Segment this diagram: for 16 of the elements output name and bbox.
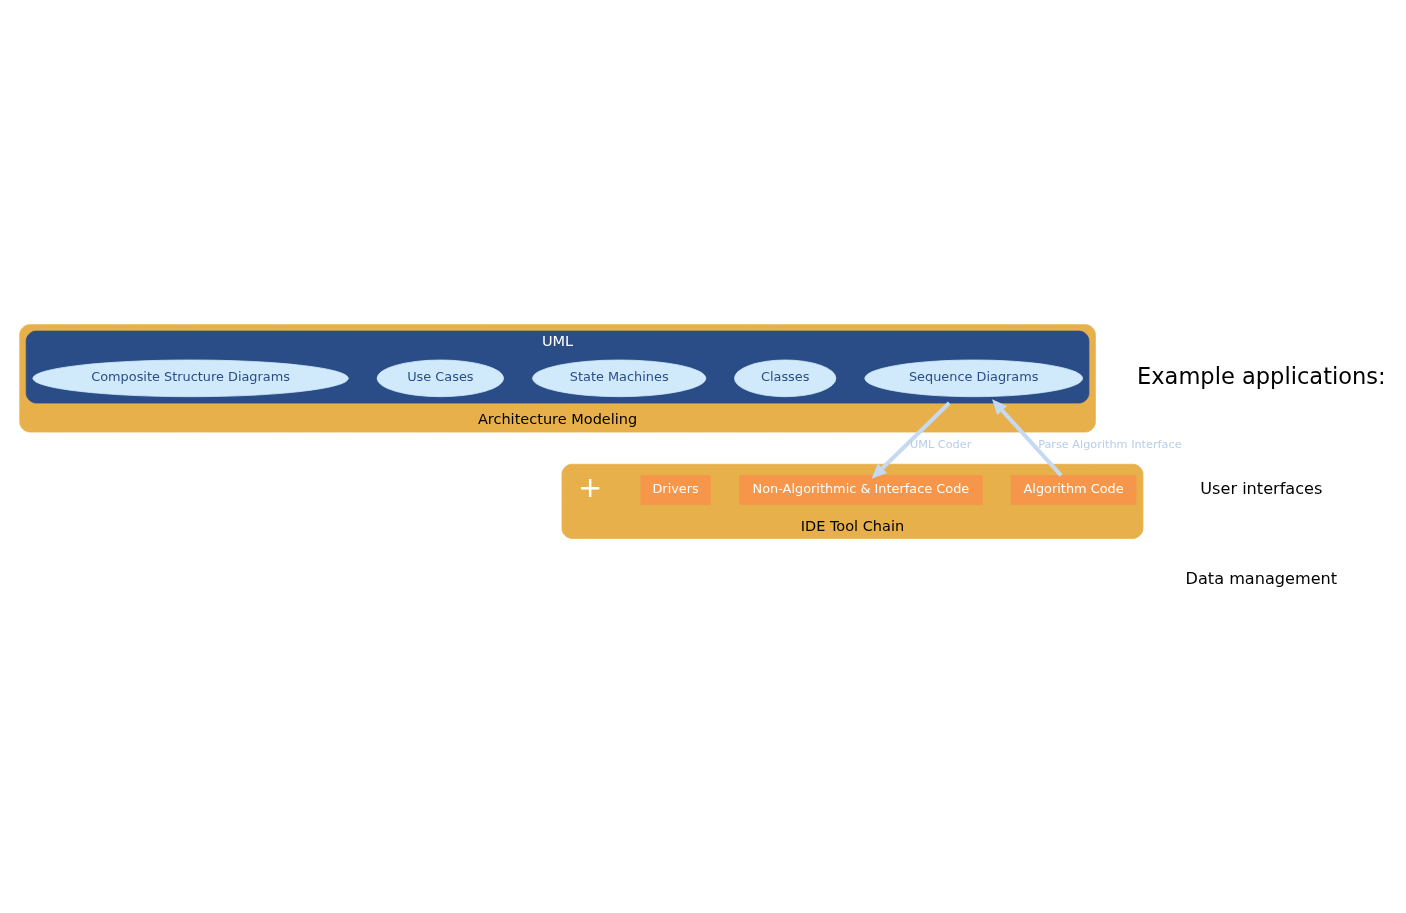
edge-label: Parse Algorithm Interface <box>1038 437 1182 451</box>
node-ellipse: Classes <box>734 359 837 398</box>
arrow <box>871 401 951 479</box>
arrow <box>992 399 1063 477</box>
label: User interfaces <box>1200 479 1323 499</box>
node-ellipse: Use Cases <box>376 359 504 398</box>
label: Example applications: <box>1136 362 1386 389</box>
node-ellipse: Composite Structure Diagrams <box>32 359 349 398</box>
label: Data management <box>1185 569 1338 589</box>
node-ellipse: Sequence Diagrams <box>864 359 1083 398</box>
node-box: Drivers <box>640 475 711 505</box>
label: + <box>578 470 603 505</box>
edge-label: UML Coder <box>910 437 972 451</box>
node-box: Non-Algorithmic & Interface Code <box>739 475 983 505</box>
node-ellipse: State Machines <box>532 359 707 398</box>
node-box: Algorithm Code <box>1010 475 1137 505</box>
